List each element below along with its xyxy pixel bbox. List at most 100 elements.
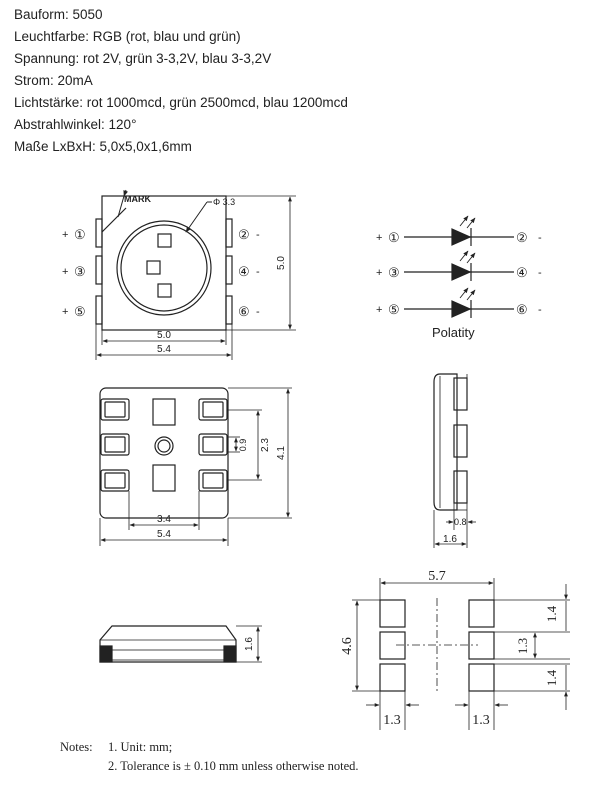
top-view-labels: MARK Φ 3.3 + ① + ③ + ⑤ ② - ④ - ⑥ - 5.0 5…: [62, 194, 287, 355]
dim-pitch-bottom: 1.4: [544, 669, 559, 686]
top-pin-4: [225, 255, 233, 285]
front-view: [99, 625, 262, 663]
footprint-pad-2: [379, 631, 406, 660]
polarity-schematic: [404, 215, 514, 318]
top-pin-6: [225, 295, 233, 325]
dim-top-outer-width: 5.4: [157, 344, 171, 355]
polarity-label: Polatity: [432, 325, 475, 340]
footprint-pad-3: [379, 663, 406, 692]
spec-beam-angle: Abstrahlwinkel: 120°: [14, 117, 137, 132]
footprint-pad-5: [468, 631, 495, 660]
dim-footprint-width: 5.7: [428, 569, 446, 584]
pin-2-sign: -: [256, 229, 260, 241]
top-pin-2: [225, 218, 233, 248]
bottom-view: [99, 387, 292, 546]
schematic-row-2: [404, 250, 514, 281]
dim-footprint-height: 4.6: [340, 637, 355, 655]
diode-2: [451, 263, 472, 281]
spec-color: Leuchtfarbe: RGB (rot, blau und grün): [14, 29, 241, 44]
dim-top-height: 5.0: [276, 256, 287, 270]
bottom-center-ring: [154, 436, 174, 456]
schem-2-left: ③: [388, 265, 400, 280]
bottom-center-pad-top: [152, 398, 176, 426]
side-view-body: [433, 373, 458, 511]
diode-3: [451, 300, 472, 318]
schem-1-left: ①: [388, 230, 400, 245]
side-view-labels: 0.8 1.6: [443, 517, 466, 545]
bottom-view-body: [99, 387, 229, 519]
side-pad-2: [453, 424, 468, 458]
schem-3-minus: -: [538, 304, 542, 316]
spec-list: Bauform: 5050 Leuchtfarbe: RGB (rot, bla…: [14, 4, 348, 158]
spec-dimensions: Maße LxBxH: 5,0x5,0x1,6mm: [14, 139, 192, 154]
dim-pad-width-left: 1.3: [383, 713, 401, 728]
schematic-row-1: [404, 215, 514, 246]
schem-1-right: ②: [516, 230, 528, 245]
chip-2: [146, 260, 161, 275]
schem-3-left: ⑤: [388, 302, 400, 317]
chip-3: [157, 283, 172, 298]
diode-1: [451, 228, 472, 246]
mark-label: MARK: [124, 194, 151, 204]
footprint: [352, 578, 570, 730]
schem-2-plus: +: [376, 267, 382, 279]
bottom-view-labels: 3.4 5.4 0.9 2.3 4.1: [157, 438, 287, 540]
dim-pitch-top: 1.4: [544, 605, 559, 622]
spec-current: Strom: 20mA: [14, 73, 93, 88]
pin-5-sign: +: [62, 306, 68, 318]
pin-4-sign: -: [256, 266, 260, 278]
footprint-pad-6: [468, 663, 495, 692]
top-pin-5: [95, 295, 103, 325]
spec-voltage: Spannung: rot 2V, grün 3-3,2V, blau 3-3,…: [14, 51, 272, 66]
orientation-corner: [101, 207, 127, 233]
note-1: 1. Unit: mm;: [108, 740, 173, 754]
bottom-center-pad-bottom: [152, 464, 176, 492]
chip-1: [157, 233, 172, 248]
dim-side-pad: 0.8: [454, 517, 467, 527]
lens-outer: [116, 220, 212, 316]
front-view-labels: 1.6: [244, 637, 255, 651]
spec-package: Bauform: 5050: [14, 7, 103, 22]
footprint-labels: 5.7 4.6 1.4 1.3 1.4 1.3 1.3: [340, 569, 559, 728]
side-pad-3: [453, 470, 468, 504]
dim-bottom-width: 5.4: [157, 529, 171, 540]
schematic-labels: + ① ② - + ③ ④ - + ⑤ ⑥ - Polatity: [376, 230, 542, 340]
schem-3-plus: +: [376, 304, 382, 316]
pin-1-sign: +: [62, 229, 68, 241]
schem-2-right: ④: [516, 265, 528, 280]
lens-inner: [120, 224, 208, 312]
schematic-row-3: [404, 287, 514, 318]
dim-pad-span: 3.4: [157, 514, 171, 525]
notes: Notes: 1. Unit: mm; 2. Tolerance is ± 0.1…: [60, 738, 359, 776]
side-pad-1: [453, 377, 468, 411]
pin-3-number: ③: [74, 264, 86, 279]
front-view-body: [99, 625, 237, 663]
top-view-body: [101, 195, 227, 331]
top-pin-1: [95, 218, 103, 248]
note-2: 2. Tolerance is ± 0.10 mm unless otherwi…: [108, 759, 359, 773]
top-view: [95, 189, 296, 360]
pin-1-number: ①: [74, 227, 86, 242]
dim-pad-mid: 1.3: [515, 638, 530, 654]
notes-label: Notes:: [60, 740, 93, 754]
top-pin-3: [95, 255, 103, 285]
hole-diameter-label: Φ 3.3: [213, 197, 235, 207]
footprint-pad-1: [379, 599, 406, 628]
schem-1-minus: -: [538, 232, 542, 244]
dim-pad-height: 0.9: [238, 439, 248, 452]
side-view: [433, 373, 476, 548]
schem-2-minus: -: [538, 267, 542, 279]
dim-top-inner-width: 5.0: [157, 330, 171, 341]
schem-3-right: ⑥: [516, 302, 528, 317]
dim-bottom-height: 4.1: [276, 446, 287, 460]
dim-front-height: 1.6: [244, 637, 255, 651]
dim-pad-width-right: 1.3: [472, 713, 490, 728]
pin-6-number: ⑥: [238, 304, 250, 319]
pin-2-number: ②: [238, 227, 250, 242]
schem-1-plus: +: [376, 232, 382, 244]
pin-4-number: ④: [238, 264, 250, 279]
dim-side-thickness: 1.6: [443, 534, 457, 545]
pin-3-sign: +: [62, 266, 68, 278]
dim-pad-pitch: 2.3: [260, 438, 271, 452]
